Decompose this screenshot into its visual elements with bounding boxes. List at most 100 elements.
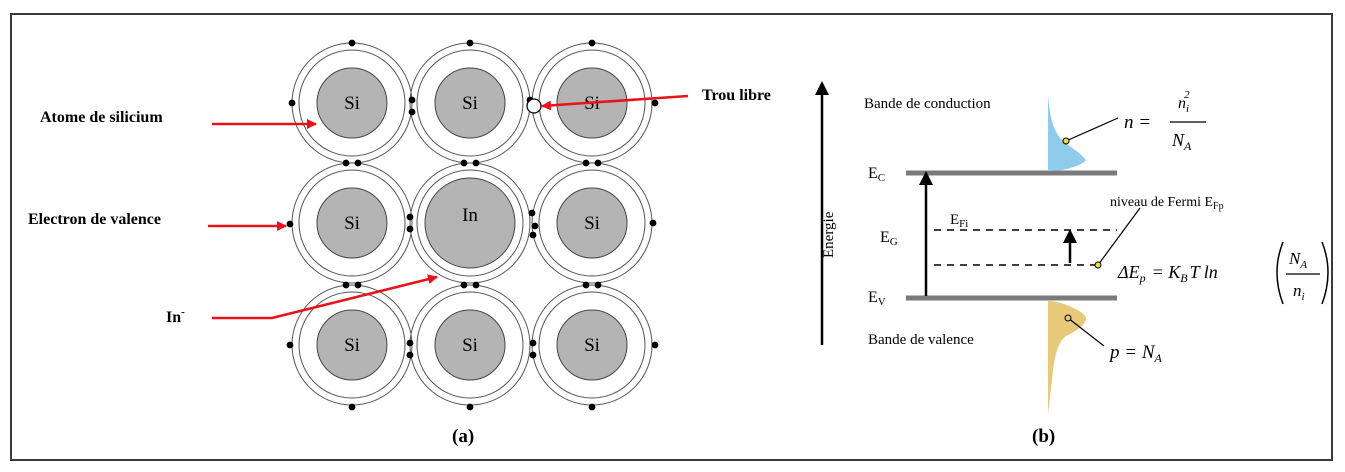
atom-symbol: Si [462,93,478,114]
energy-axis-label: Energie [821,211,837,258]
atom-symbol: Si [584,335,600,356]
atom-symbol: Si [584,213,600,234]
valence-electron [460,281,468,289]
silicon-atom [556,309,628,381]
valence-electron [472,159,480,167]
label-indium-ion: In- [166,306,185,326]
valence-electron [472,281,480,289]
valence-electron [529,339,537,347]
outer-orbit [409,162,531,284]
valence-electron [354,281,362,289]
label-valence-band: Bande de valence [868,332,974,348]
silicon-atom [434,67,506,139]
electron-distribution [1048,95,1086,171]
label-eg: EG [880,229,898,248]
label-free-hole: Trou libre [702,87,771,104]
eq-de-numerator: NA [1288,249,1307,271]
pointer-n-dot [1062,137,1070,145]
silicon-atom [316,187,388,259]
valence-electron [651,341,659,349]
label-fermi-level: niveau de Fermi EFp [1110,195,1224,212]
label-conduction-band: Bande de conduction [864,96,991,112]
atom-symbol: Si [344,335,360,356]
eq-de-left-paren [1276,241,1284,305]
arrow-free-hole [541,94,689,111]
valence-electron [460,159,468,167]
eq-de-right-paren [1321,241,1329,305]
valence-electron [531,222,539,230]
valence-electron [588,39,596,47]
label-efi: EFi [950,212,968,230]
valence-electron [406,213,414,221]
free-hole [526,98,542,114]
valence-electron [406,351,414,359]
silicon-atom [434,309,506,381]
valence-electron [528,209,536,217]
valence-electron [466,39,474,47]
valence-electron [466,403,474,411]
valence-electron [408,96,416,104]
valence-electron [406,339,414,347]
valence-electron [342,281,350,289]
pointer-p [1067,317,1105,347]
valence-electron [594,159,602,167]
atom-symbol: In [462,205,478,226]
label-silicon-atom: Atome de silicium [40,109,163,126]
atom-symbol: Si [462,335,478,356]
eq-n-numerator: ni2 [1178,89,1190,115]
eq-n-lhs: n = [1124,112,1151,133]
label-ev: EV [868,289,886,308]
equation-p: p = NA [1108,342,1163,365]
valence-electron [286,341,294,349]
hole-distribution [1048,301,1086,414]
inner-orbit [298,169,406,277]
valence-electron [582,159,590,167]
valence-electron [582,281,590,289]
valence-electron [588,403,596,411]
valence-electron [529,351,537,359]
valence-electron [348,39,356,47]
atom-symbol: Si [344,93,360,114]
valence-electron [529,231,537,239]
eq-n-denominator: NA [1171,130,1192,153]
inner-orbit [416,291,524,399]
valence-electron [288,99,296,107]
valence-electron [594,281,602,289]
atom-symbol: Si [344,213,360,234]
inner-orbit [298,49,406,157]
eq-de-denominator: ni [1293,281,1305,303]
inner-orbit [538,169,646,277]
valence-electron [286,220,294,228]
label-ec: EC [868,165,885,184]
indium-atom [424,177,516,269]
arrow-indium-ion [212,274,438,320]
valence-electron [348,403,356,411]
label-valence-electron: Electron de valence [28,211,161,228]
figure-frame [10,13,1333,461]
valence-electron [408,108,416,116]
inner-orbit [298,291,406,399]
inner-orbit [416,169,524,277]
caption-a: (a) [452,426,474,447]
silicon-atom [316,309,388,381]
silicon-atom [316,67,388,139]
valence-electron [649,219,657,227]
pointer-fermi-dot [1094,261,1102,269]
pointer-p-dot [1064,314,1072,322]
caption-b: (b) [1032,426,1055,447]
inner-orbit [416,49,524,157]
inner-orbit [538,291,646,399]
pointer-fermi [1097,207,1141,266]
silicon-atom [556,187,628,259]
valence-electron [354,159,362,167]
valence-electron [342,159,350,167]
valence-electron [651,99,659,107]
valence-electron [406,225,414,233]
pointer-n [1065,117,1119,142]
equation-n: n = ni2 NA [1124,89,1206,153]
